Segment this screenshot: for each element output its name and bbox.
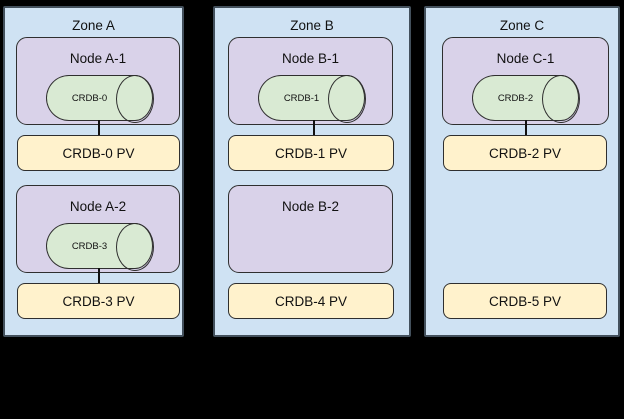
pv-crdb-0: CRDB-0 PV: [17, 135, 180, 171]
node-b2: Node B-2: [228, 185, 393, 273]
node-a2-label: Node A-2: [69, 199, 127, 214]
crdb-1-pod-cylinder: CRDB-1: [258, 74, 366, 123]
node-b2-label: Node B-2: [281, 199, 340, 214]
node-c1: Node C-1 CRDB-2: [442, 37, 609, 125]
zone-c-label: Zone C: [499, 18, 545, 33]
connector-crdb0-to-pv: [98, 120, 100, 135]
connector-crdb3-to-pv: [98, 268, 100, 283]
crdb-3-pod-cylinder: CRDB-3: [46, 222, 154, 271]
node-a1: Node A-1 CRDB-0: [16, 37, 180, 125]
connector-crdb1-to-pv: [313, 120, 315, 135]
pv-crdb-2: CRDB-2 PV: [443, 135, 607, 171]
connector-crdb2-to-pv: [525, 120, 527, 135]
crdb-2-pod-label: CRDB-2: [497, 92, 534, 104]
zone-a: Zone A Node A-1 CRDB-0 CRDB-0 PV Node A-…: [3, 6, 184, 337]
crdb-0-pod-label: CRDB-0: [71, 92, 108, 104]
node-b1-label: Node B-1: [281, 51, 340, 66]
crdb-0-pod-cylinder: CRDB-0: [46, 74, 154, 123]
pv-crdb-1: CRDB-1 PV: [228, 135, 394, 171]
node-a2: Node A-2 CRDB-3: [16, 185, 180, 273]
pv-crdb-4: CRDB-4 PV: [228, 283, 394, 319]
zone-b-label: Zone B: [290, 18, 334, 33]
node-b1: Node B-1 CRDB-1: [228, 37, 393, 125]
zone-a-label: Zone A: [72, 18, 115, 33]
zone-c: Zone C Node C-1 CRDB-2 CRDB-2 PV CRDB-5 …: [424, 6, 620, 337]
pv-crdb-3: CRDB-3 PV: [17, 283, 180, 319]
crdb-1-pod-label: CRDB-1: [283, 92, 320, 104]
pv-crdb-5: CRDB-5 PV: [443, 283, 607, 319]
node-c1-label: Node C-1: [496, 51, 555, 66]
crdb-2-pod-cylinder: CRDB-2: [472, 74, 580, 123]
node-a1-label: Node A-1: [69, 51, 127, 66]
crdb-3-pod-label: CRDB-3: [71, 240, 108, 252]
zone-b: Zone B Node B-1 CRDB-1 CRDB-1 PV Node B-…: [213, 6, 411, 337]
